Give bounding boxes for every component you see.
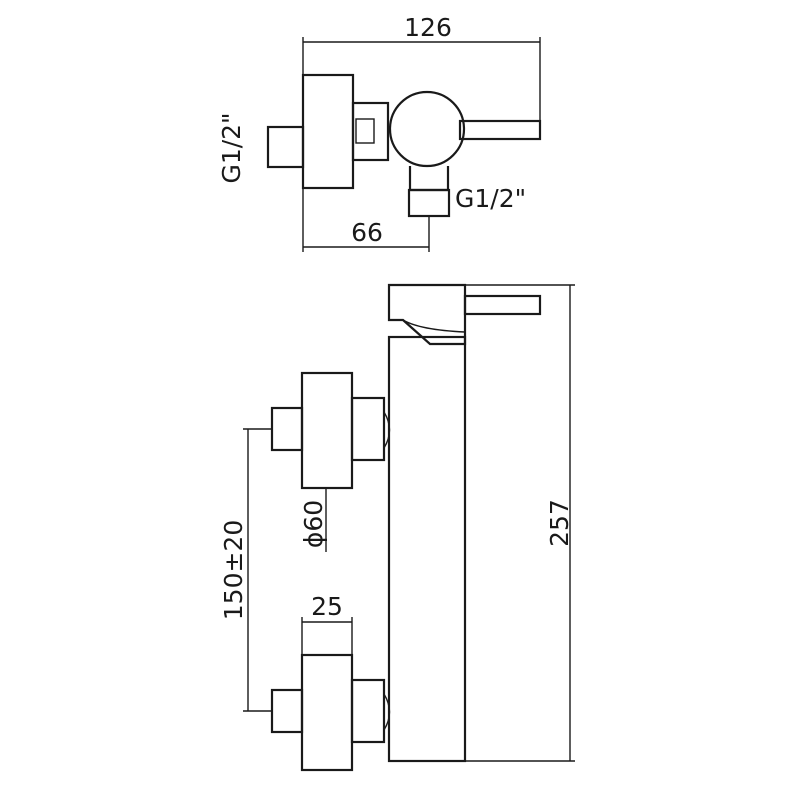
thread-left-label: G1/2" xyxy=(217,112,246,183)
dim-flange-diameter: ϕ60 xyxy=(299,488,328,552)
top-lever xyxy=(458,119,542,141)
dim-flange-depth: 25 xyxy=(301,592,353,655)
front-body-column xyxy=(387,335,467,763)
top-mixer-body xyxy=(388,90,466,168)
front-handle-head xyxy=(387,283,467,346)
dim-flange-depth-label: 25 xyxy=(311,592,343,621)
front-upper-flange xyxy=(270,371,391,490)
dim-overall-height-label: 257 xyxy=(545,499,574,547)
thread-outlet-label: G1/2" xyxy=(455,184,526,213)
top-view: 126 66 G1/2" G1/2" xyxy=(217,13,542,252)
top-inlet-stub xyxy=(266,125,305,169)
dim-centre-distance-label: 150±20 xyxy=(219,520,248,620)
dim-overall-height: 257 xyxy=(465,284,575,762)
dim-inlet-offset-label: 66 xyxy=(351,218,383,247)
dim-overall-width: 126 xyxy=(302,13,541,121)
top-flange xyxy=(301,73,355,190)
dim-inlet-offset: 66 xyxy=(302,188,430,252)
front-handle-curve xyxy=(402,319,466,333)
top-connector-nut xyxy=(355,118,375,144)
front-lever xyxy=(463,294,542,316)
front-view: 257 150±20 ϕ60 25 xyxy=(219,283,575,772)
top-outlet-nut xyxy=(408,166,450,192)
dim-overall-width-label: 126 xyxy=(404,13,452,42)
top-outlet-stub xyxy=(407,188,451,218)
dim-flange-diameter-label: ϕ60 xyxy=(299,500,328,548)
dim-centre-distance: 150±20 xyxy=(219,428,272,712)
top-connector xyxy=(351,101,390,162)
front-lower-flange xyxy=(270,653,391,772)
